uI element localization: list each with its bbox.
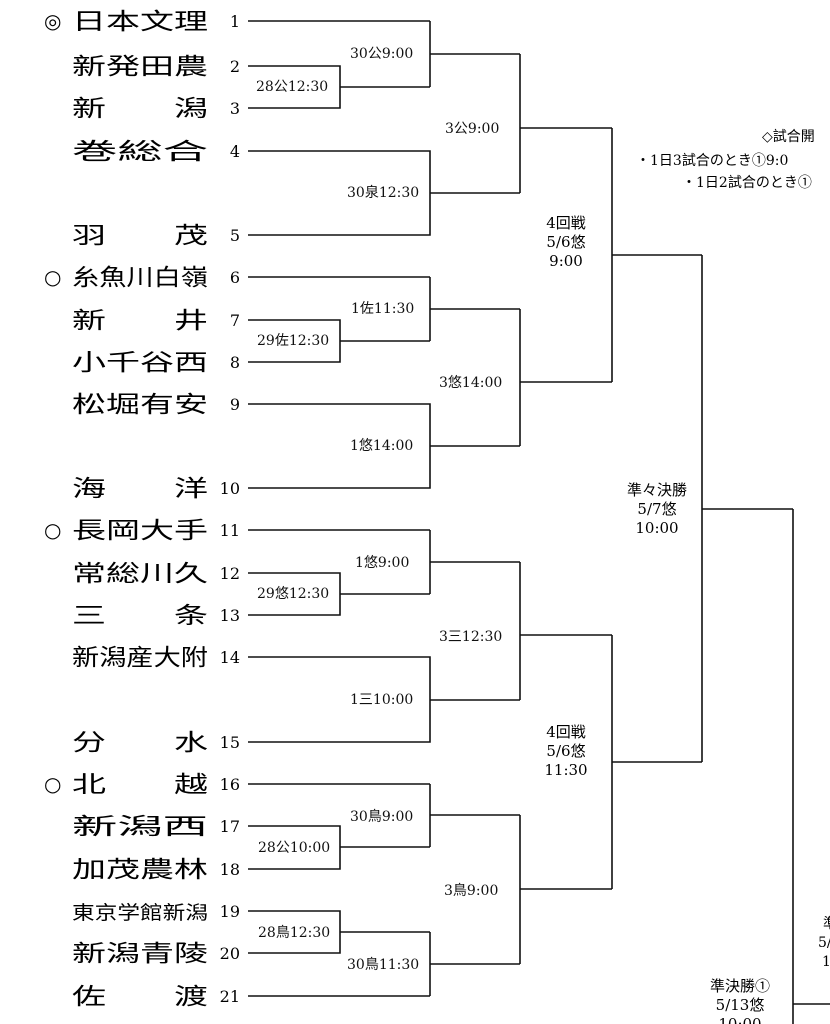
- team-name: 羽 茂: [72, 223, 208, 249]
- team-seed-number: 1: [230, 12, 240, 31]
- team-name: 新 井: [72, 308, 208, 334]
- schedule-note-3-games: ・1日3試合のとき①9:0: [636, 153, 788, 169]
- team-name: 長岡大手: [72, 518, 208, 544]
- game-label: 3三12:30: [439, 629, 502, 645]
- right-partial-labels: 準 5/ 1: [818, 916, 830, 970]
- game-label: 1三10:00: [350, 692, 413, 708]
- team-seed-number: 6: [230, 268, 240, 287]
- team-seed-number: 8: [230, 353, 240, 372]
- team-seed-number: 9: [230, 395, 240, 414]
- round-label-r4-bottom: 4回戦: [546, 723, 586, 741]
- team-list: ◎ 日本文理 1 新発田農 2 新 潟 3 巻総合 4 羽 茂 5 ○ 糸魚川白嶺 6 新 井 7 小千谷西 8 松…: [44, 9, 240, 1010]
- team-seed-number: 12: [220, 564, 240, 583]
- team-seed-number: 21: [220, 987, 240, 1006]
- team-name: 佐 渡: [72, 984, 208, 1010]
- round-label-semifinal: 5/13悠: [716, 996, 765, 1014]
- game-label: 30公9:00: [350, 46, 413, 62]
- game-label: 28鳥12:30: [258, 925, 330, 941]
- game-labels: 28公12:30 30公9:00 30泉12:30 3公9:00 29佐12:30 1佐1…: [256, 46, 502, 973]
- team-name: 分 水: [72, 730, 208, 756]
- team-name: 東京学館新潟: [72, 902, 208, 924]
- team-name: 新潟青陵: [72, 941, 208, 967]
- game-label: 3悠14:00: [439, 375, 502, 391]
- team-name: 海 洋: [72, 476, 208, 502]
- team-seed-number: 10: [220, 479, 240, 498]
- round-label-r4-bottom: 11:30: [544, 761, 587, 779]
- team-seed-number: 19: [220, 902, 240, 921]
- round-label-semifinal: 準決勝①: [710, 977, 770, 995]
- game-label: 30鳥11:30: [347, 957, 419, 973]
- partial-label-2: 5/: [818, 935, 830, 951]
- schedule-note-2-games: ・1日2試合のとき①: [682, 175, 812, 191]
- game-label: 28公10:00: [258, 840, 330, 856]
- team-name: 新 潟: [72, 96, 208, 122]
- team-seed-number: 18: [220, 860, 240, 879]
- team-seed-number: 20: [220, 944, 240, 963]
- game-label: 29佐12:30: [257, 333, 329, 349]
- round-label-quarterfinal: 5/7悠: [637, 500, 676, 518]
- game-label: 3鳥9:00: [444, 883, 498, 899]
- round-label-semifinal: 10:00: [718, 1015, 761, 1024]
- seed-mark: ○: [44, 772, 61, 796]
- partial-label-1: 準: [823, 916, 830, 932]
- team-name: 松堀有安: [72, 392, 208, 418]
- game-label: 1悠9:00: [355, 555, 409, 571]
- team-name: 常総川久: [72, 561, 208, 587]
- team-seed-number: 3: [230, 99, 240, 118]
- team-seed-number: 15: [220, 733, 240, 752]
- game-label: 3公9:00: [445, 121, 499, 137]
- team-seed-number: 13: [220, 606, 240, 625]
- game-label: 1佐11:30: [351, 301, 414, 317]
- round-label-r4-top: 4回戦: [546, 214, 586, 232]
- team-seed-number: 16: [220, 775, 240, 794]
- team-name: 加茂農林: [72, 857, 208, 883]
- schedule-notes: ◇試合開 ・1日3試合のとき①9:0 ・1日2試合のとき①: [636, 129, 815, 191]
- schedule-note-title: ◇試合開: [762, 129, 815, 145]
- team-name: 三 条: [72, 603, 208, 629]
- team-seed-number: 17: [220, 817, 240, 836]
- team-name: 新潟産大附: [72, 645, 208, 671]
- seed-mark: ◎: [44, 9, 61, 33]
- team-seed-number: 11: [220, 521, 240, 540]
- game-label: 1悠14:00: [350, 438, 413, 454]
- game-label: 30泉12:30: [347, 184, 419, 201]
- round-label-quarterfinal: 10:00: [635, 519, 678, 537]
- team-name: 小千谷西: [72, 350, 208, 376]
- round-label-r4-top: 9:00: [549, 252, 583, 270]
- team-seed-number: 7: [230, 311, 240, 330]
- team-seed-number: 2: [230, 57, 240, 76]
- team-name: 日本文理: [72, 9, 208, 35]
- round-label-quarterfinal: 準々決勝: [627, 481, 687, 499]
- team-seed-number: 14: [220, 648, 240, 667]
- team-name: 巻総合: [72, 139, 208, 165]
- team-name: 新発田農: [72, 54, 208, 80]
- round-label-r4-top: 5/6悠: [546, 233, 585, 251]
- team-name: 新潟西: [72, 814, 208, 840]
- round-label-r4-bottom: 5/6悠: [546, 742, 585, 760]
- team-name: 糸魚川白嶺: [72, 265, 208, 291]
- game-label: 30鳥9:00: [350, 809, 413, 825]
- seed-mark: ○: [44, 518, 61, 542]
- game-label: 28公12:30: [256, 79, 328, 95]
- round-labels: 4回戦5/6悠9:004回戦5/6悠11:30準々決勝5/7悠10:00準決勝①…: [544, 214, 770, 1024]
- partial-label-3: 1: [822, 954, 830, 970]
- team-seed-number: 5: [230, 226, 240, 245]
- team-seed-number: 4: [230, 142, 240, 161]
- team-name: 北 越: [72, 772, 208, 798]
- seed-mark: ○: [44, 265, 61, 289]
- bracket-lines: [248, 20, 830, 1024]
- game-label: 29悠12:30: [257, 586, 329, 602]
